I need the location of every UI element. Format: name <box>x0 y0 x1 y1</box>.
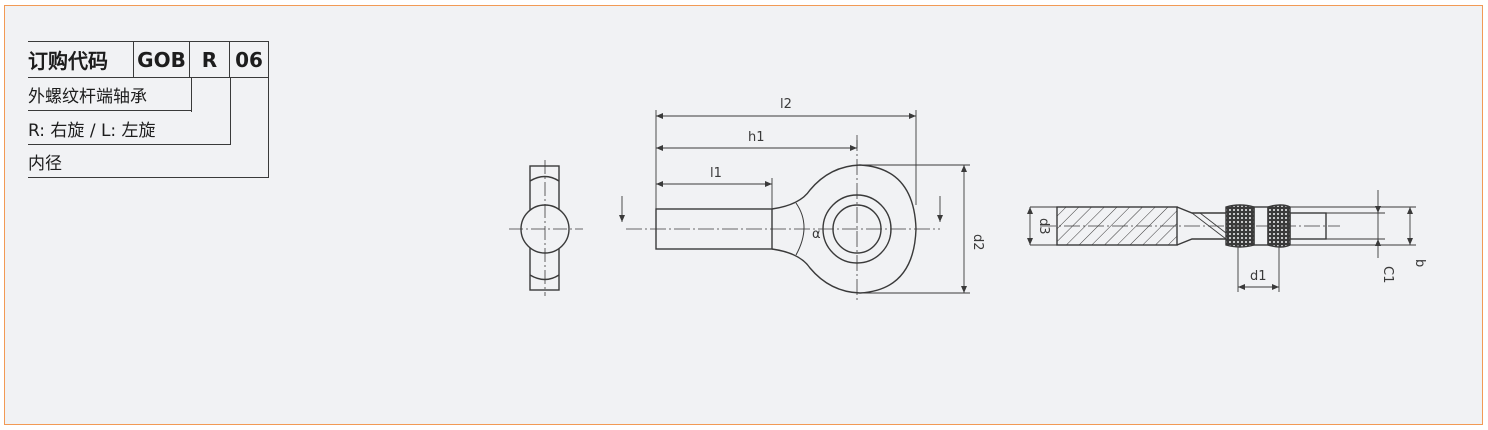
side-view <box>509 160 583 296</box>
dim-l2: l2 <box>780 97 792 112</box>
bracket-line-size <box>268 41 269 178</box>
row-series-desc: 外螺纹杆端轴承 <box>28 78 192 111</box>
top-arrows <box>1027 206 1413 290</box>
dim-angle: α <box>812 227 821 242</box>
dim-h1: h1 <box>748 130 765 145</box>
dim-b: b <box>1412 259 1427 267</box>
size-code: 06 <box>230 41 268 78</box>
front-dimensions <box>621 110 970 294</box>
dim-d2: d2 <box>970 234 985 251</box>
dim-l1: l1 <box>710 166 722 181</box>
order-code-label: 订购代码 <box>28 41 134 78</box>
top-dimensions <box>1029 190 1416 292</box>
top-view <box>1040 204 1340 248</box>
row-direction-desc: R: 右旋 / L: 左旋 <box>28 112 231 145</box>
dimension-arrows <box>619 113 967 293</box>
dim-c1: C1 <box>1380 266 1395 283</box>
bracket-line-series <box>191 78 192 112</box>
front-view <box>626 135 940 300</box>
row-size-desc: 内径 <box>28 145 269 178</box>
series-code: GOB <box>134 41 190 78</box>
dim-d1: d1 <box>1250 269 1267 284</box>
direction-code: R <box>190 41 230 78</box>
bracket-line-direction <box>230 78 231 145</box>
dim-d3: d3 <box>1036 218 1051 235</box>
